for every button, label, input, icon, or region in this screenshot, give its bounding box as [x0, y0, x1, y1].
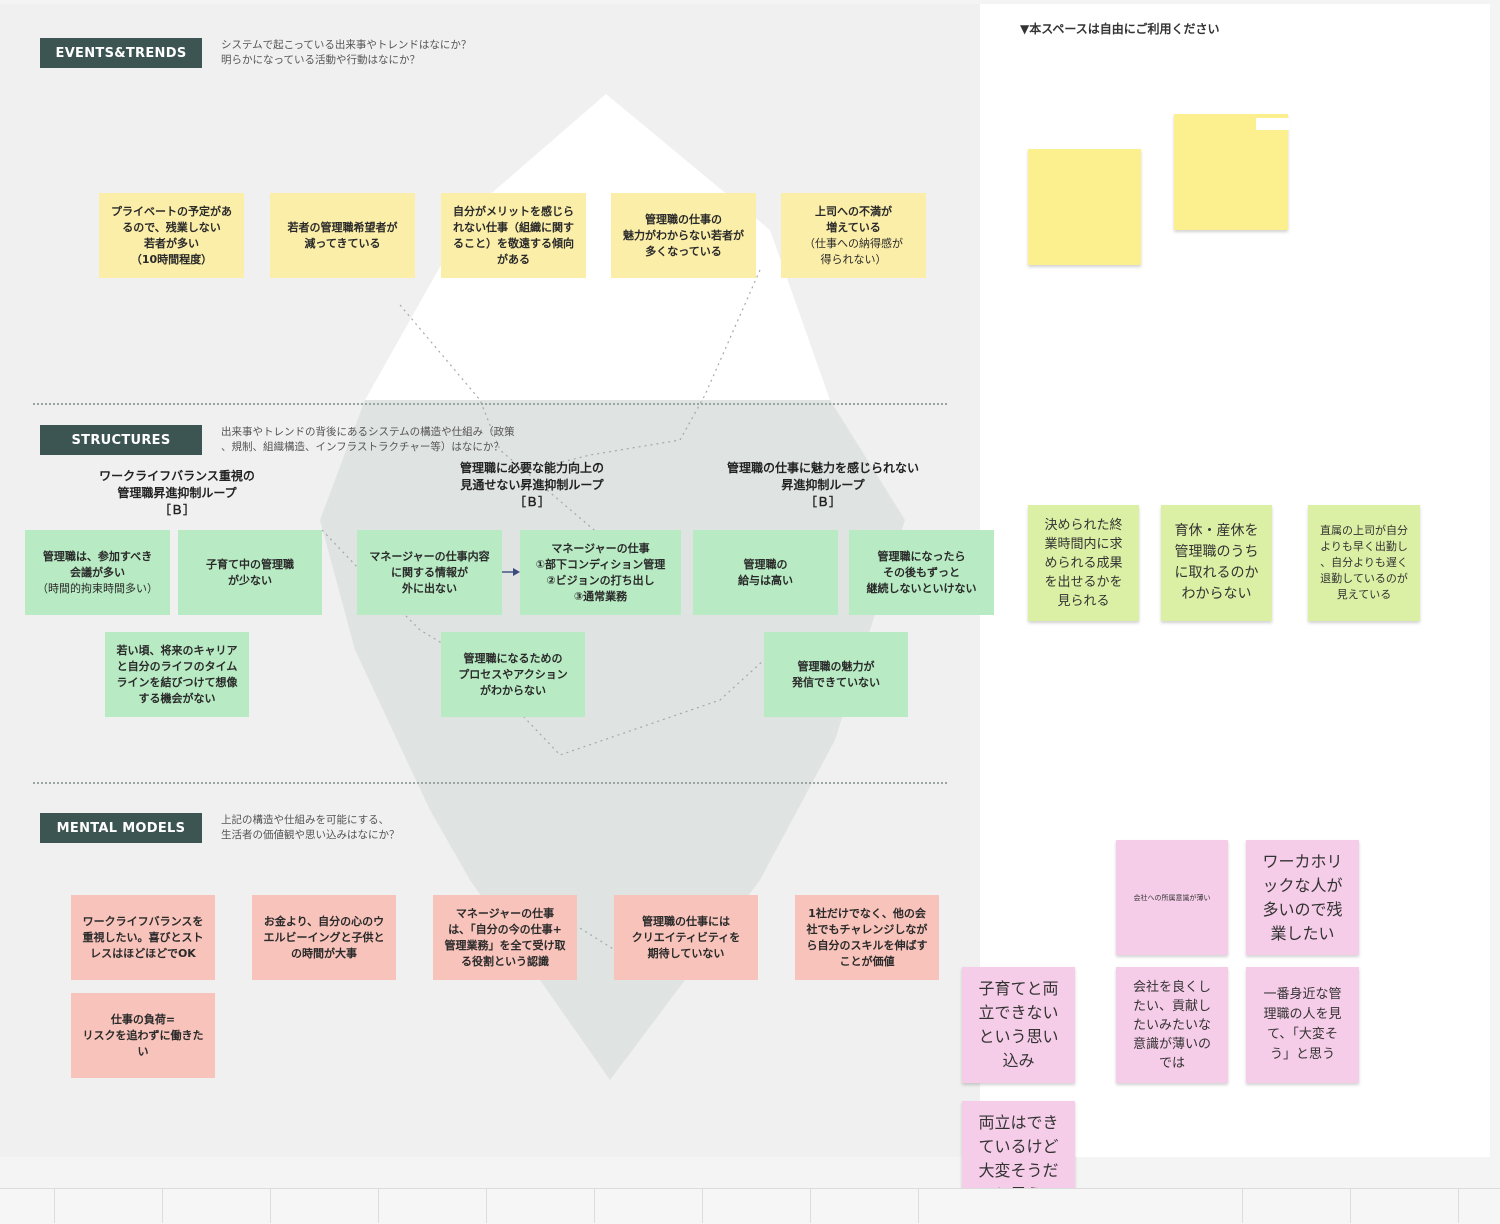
mental-note[interactable]: ワークライフバランスを 重視したい。喜びとスト レスはほどほどでOK: [71, 895, 215, 980]
grid-line: [702, 1188, 703, 1223]
structure-note[interactable]: 管理職の 給与は高い: [693, 530, 838, 615]
sticky-note[interactable]: 育休・産休を 管理職のうち に取れるのか わからない: [1161, 505, 1272, 621]
event-note-main: 上司への不満が 増えている: [815, 204, 892, 234]
loop-title-appeal: 管理職の仕事に魅力を感じられない 昇進抑制ループ ［Ｂ］: [726, 461, 919, 509]
events-trends-tag: EVENTS&TRENDS: [40, 38, 202, 68]
grid-line: [1242, 1188, 1243, 1223]
mental-note[interactable]: マネージャーの仕事 は、「自分の今の仕事+ 管理業務」を全て受け取 る役割という…: [433, 895, 577, 980]
event-note-sub: （仕事への納得感が 得られない）: [804, 236, 903, 266]
structure-note[interactable]: 管理職は、参加すべき 会議が多い （時間的拘束時間多い）: [25, 530, 170, 615]
grid-line: [1458, 1188, 1459, 1223]
mental-note[interactable]: 1社だけでなく、他の会 社でもチャレンジしなが ら自分のスキルを伸ばす ことが価…: [795, 895, 939, 980]
connector-line-1: [399, 304, 601, 536]
sticky-note[interactable]: 直属の上司が自分 よりも早く出勤し 、自分よりも遅く 退勤しているのが 見えてい…: [1308, 505, 1420, 621]
event-note[interactable]: 自分がメリットを感じら れない仕事（組織に関す ること）を敬遠する傾向 がある: [441, 193, 586, 278]
sticky-note[interactable]: 決められた終 業時間内に求 められる成果 を出せるかを 見られる: [1028, 505, 1139, 621]
iceberg-tip: [365, 94, 830, 400]
grid-line: [486, 1188, 487, 1223]
sticky-note[interactable]: 子育てと両 立できない という思い 込み: [962, 967, 1075, 1083]
event-note[interactable]: 管理職の仕事の 魅力がわからない若者が 多くなっている: [611, 193, 756, 278]
free-space-label: ▼本スペースは自由にご利用ください: [1020, 22, 1220, 36]
mental-note[interactable]: お金より、自分の心のウ エルビーイングと子供と の時間が大事: [252, 895, 396, 980]
structures-tag: STRUCTURES: [40, 425, 202, 455]
grid-line: [1350, 1188, 1351, 1223]
mental-models-tag: MENTAL MODELS: [40, 813, 202, 843]
structure-note-sub: （時間的拘束時間多い）: [37, 581, 158, 595]
loop-title-ability: 管理職に必要な能力向上の 見通せない昇進抑制ループ ［Ｂ］: [459, 461, 604, 509]
sticky-note[interactable]: 会社を良くし たい、貢献し たいみたいな 意識が薄いの では: [1116, 967, 1228, 1083]
connector-line-2: [529, 269, 761, 471]
sticky-tab: [1256, 118, 1290, 130]
sticky-note[interactable]: 会社への所属意識が薄い: [1116, 840, 1228, 955]
events-trends-desc: システムで起こっている出来事やトレンドはなにか？ 明らかになっている活動や行動は…: [221, 39, 472, 66]
grid-line: [918, 1188, 919, 1223]
structure-note[interactable]: 若い頃、将来のキャリア と自分のライフのタイム ラインを結びつけて想像 する機会…: [105, 632, 249, 717]
divider-2: [33, 782, 947, 784]
divider-1: [33, 403, 947, 405]
loop-title-worklife: ワークライフバランス重視の 管理職昇進抑制ループ ［Ｂ］: [99, 469, 255, 517]
structure-note[interactable]: 管理職の魅力が 発信できていない: [764, 632, 908, 717]
structures-desc: 出来事やトレンドの背後にあるシステムの構造や仕組み（政策 、規制、組織構造、イン…: [221, 426, 515, 453]
sticky-note[interactable]: 一番身近な管 理職の人を見 て、「大変そ う」と思う: [1246, 967, 1359, 1083]
mental-note[interactable]: 仕事の負荷= リスクを追わずに働きた い: [71, 993, 215, 1078]
blank-sticky-note[interactable]: [1174, 114, 1288, 230]
structure-note[interactable]: マネージャーの仕事内容 に関する情報が 外に出ない: [357, 530, 502, 615]
grid-line: [594, 1188, 595, 1223]
arrow-head: [513, 568, 520, 576]
sticky-note[interactable]: ワーカホリ ックな人が 多いので残 業したい: [1246, 840, 1359, 955]
blank-sticky-note[interactable]: [1028, 149, 1141, 265]
bottom-grid: [0, 1188, 1500, 1224]
structure-note[interactable]: マネージャーの仕事 ①部下コンディション管理 ②ビジョンの打ち出し ③通常業務: [520, 530, 681, 615]
event-note[interactable]: プライベートの予定があ るので、残業しない 若者が多い （10時間程度）: [99, 193, 244, 278]
grid-line: [54, 1188, 55, 1223]
mental-note[interactable]: 管理職の仕事には クリエイティビティを 期待していない: [614, 895, 758, 980]
structure-note[interactable]: 子育て中の管理職 が少ない: [178, 530, 322, 615]
grid-line: [162, 1188, 163, 1223]
event-note[interactable]: 若者の管理職希望者が 減ってきている: [270, 193, 415, 278]
grid-line: [378, 1188, 379, 1223]
structure-note[interactable]: 管理職になったら その後もずっと 継続しないといけない: [849, 530, 994, 615]
mental-models-desc: 上記の構造や仕組みを可能にする、 生活者の価値観や思い込みはなにか？: [221, 814, 400, 841]
grid-line: [270, 1188, 271, 1223]
connector-line-4: [574, 924, 616, 951]
grid-line: [810, 1188, 811, 1223]
event-note[interactable]: 上司への不満が 増えている （仕事への納得感が 得られない）: [781, 193, 926, 278]
structure-note-main: 管理職は、参加すべき 会議が多い: [42, 549, 153, 579]
structure-note[interactable]: 管理職になるための プロセスやアクション がわからない: [441, 632, 585, 717]
